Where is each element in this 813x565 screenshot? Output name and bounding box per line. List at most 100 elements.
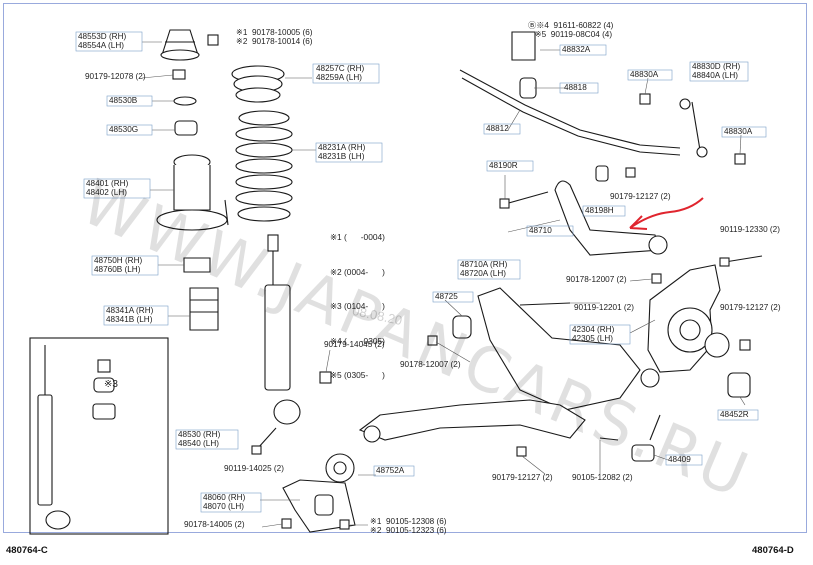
- part-label-p90119a: 90119-14025 (2): [224, 464, 284, 474]
- legend-row: ※3 (0104- ): [330, 301, 385, 311]
- part-number: 90178-14005 (2): [184, 520, 245, 529]
- part-label-p48812: 48812: [486, 124, 509, 134]
- part-label-p90179d: 90179-12127 (2): [720, 303, 781, 313]
- spring-seat-part: [231, 65, 285, 103]
- part-label-p48818: 48818: [564, 83, 587, 93]
- part-label-p48830a2: 48830A: [724, 127, 753, 137]
- part-label-p90179b: 90179-14045 (2): [324, 340, 385, 350]
- part-label-p48530b: 48530B: [109, 96, 138, 106]
- legend-block: ※1 ( -0004) ※2 (0004- ) ※3 (0104- ) ※4 (…: [330, 209, 385, 405]
- part-number: 90179-12078 (2): [85, 72, 146, 81]
- part-label-p48341a: 48341A (RH)48341B (LH): [106, 306, 154, 324]
- part-label-p48710: 48710: [529, 226, 552, 236]
- stab-link-part: [639, 93, 746, 165]
- stopper-part: [183, 257, 219, 331]
- small-nut-part: [319, 371, 332, 384]
- part-number: 48710A (RH): [460, 260, 508, 269]
- part-number: 90178-12007 (2): [566, 275, 627, 284]
- part-number-alt: 48231B (LH): [318, 151, 365, 161]
- upper-arm-part: [499, 165, 668, 256]
- bracket-part: [281, 479, 356, 533]
- washer-part: [173, 96, 197, 106]
- part-number: ※1 90178-10005 (6): [236, 28, 313, 37]
- part-label-p48060: 48060 (RH)48070 (LH): [203, 493, 246, 511]
- part-number-alt: 48720A (LH): [460, 268, 506, 278]
- part-label-p48198h: 48198H: [585, 206, 614, 216]
- bump-cap-part: [160, 29, 200, 61]
- part-label-p90179a: 90179-12078 (2): [85, 72, 146, 82]
- part-number: 48725: [435, 292, 458, 301]
- part-number: 48060 (RH): [203, 493, 246, 502]
- part-number: 90179-12127 (2): [720, 303, 781, 312]
- part-label-p90178a: ※1 90178-10005 (6)※2 90178-10014 (6): [236, 28, 313, 46]
- part-label-p48530g: 48530G: [109, 125, 139, 135]
- lower-arm-part: [427, 287, 641, 411]
- part-number: 48812: [486, 124, 509, 133]
- part-number-alt: ※5 90119-08C04 (4): [528, 29, 613, 39]
- part-number: 48190R: [489, 161, 518, 170]
- part-number: 90179-14045 (2): [324, 340, 385, 349]
- part-number: 48818: [564, 83, 587, 92]
- part-label-p48530: 48530 (RH)48540 (LH): [178, 430, 220, 448]
- part-label-p42304: 42304 (RH)42305 (LH): [572, 325, 614, 343]
- part-number: 48452R: [720, 410, 749, 419]
- bolt-part-3: [599, 437, 619, 441]
- small-nut-part-2: [651, 273, 662, 284]
- part-label-p48832a: 48832A: [562, 45, 591, 55]
- side-bushing-part: [727, 339, 751, 398]
- leader-lines: [141, 41, 746, 528]
- bushing-part-2: [325, 453, 355, 483]
- part-label-p48750h: 48750H (RH)48760B (LH): [94, 256, 143, 274]
- inset-callout: ※3: [104, 379, 118, 390]
- part-number-alt: 48341B (LH): [106, 314, 153, 324]
- part-number: 48832A: [562, 45, 591, 54]
- inset-box: [29, 337, 169, 535]
- bolt-part-1: [251, 427, 277, 455]
- part-number: 48830A: [724, 127, 753, 136]
- shock-absorber-part: [264, 234, 301, 425]
- part-number: 90119-12330 (2): [720, 225, 780, 234]
- nut-part-1: [207, 34, 219, 46]
- part-number-alt: ※2 90178-10014 (6): [236, 36, 313, 46]
- highlight-arrow: [629, 197, 704, 230]
- label-box-outlines: [75, 31, 767, 513]
- part-number: 90179-12127 (2): [492, 473, 553, 482]
- part-label-p48830d: 48830D (RH)48840A (LH): [692, 62, 740, 80]
- knuckle-part: [640, 264, 730, 388]
- part-number: 90179-12127 (2): [610, 192, 671, 201]
- part-number: 48553D (RH): [78, 32, 127, 41]
- part-number: 90105-12082 (2): [572, 473, 633, 482]
- part-label-p48257c: 48257C (RH)48259A (LH): [316, 64, 364, 82]
- part-number: 90178-12007 (2): [400, 360, 461, 369]
- part-label-p48190r: 48190R: [489, 161, 518, 171]
- part-number: 48530G: [109, 125, 139, 134]
- legend-row: ※2 (0004- ): [330, 266, 385, 277]
- part-number-alt: 48840A (LH): [692, 70, 738, 80]
- part-number: 48341A (RH): [106, 306, 154, 315]
- stabilizer-bar-part: [459, 69, 681, 156]
- part-label-p48452r: 48452R: [720, 410, 749, 420]
- part-label-p48752a: 48752A: [376, 466, 404, 476]
- part-number-alt: 48402 (LH): [86, 187, 127, 197]
- coil-spring-part: [235, 110, 293, 222]
- part-label-p90178b: 90178-12007 (2): [400, 360, 461, 370]
- part-number-alt: 42305 (LH): [572, 333, 613, 343]
- part-number: 48710: [529, 226, 552, 235]
- part-number-alt: 48760B (LH): [94, 264, 141, 274]
- part-label-p48553d: 48553D (RH)48554A (LH): [78, 32, 127, 50]
- strut-mount-part: [156, 154, 229, 231]
- part-number: 48198H: [585, 206, 614, 215]
- part-number-alt: ※2 90105-12323 (6): [370, 525, 447, 535]
- diagram-code-right: 480764-D: [752, 545, 794, 556]
- part-number: 90119-14025 (2): [224, 464, 284, 473]
- part-number: 48530B: [109, 96, 138, 105]
- legend-row: ※5 (0305- ): [330, 370, 385, 380]
- small-nut-part-3: [516, 446, 527, 457]
- part-number: 48750H (RH): [94, 256, 143, 265]
- part-label-p91611: Ⓑ※4 91611-60822 (4) ※5 90119-08C04 (4): [528, 21, 613, 39]
- diagram-code-left: 480764-C: [6, 545, 48, 556]
- part-label-p48830a1: 48830A: [630, 70, 658, 80]
- part-number-alt: 48540 (LH): [178, 438, 219, 448]
